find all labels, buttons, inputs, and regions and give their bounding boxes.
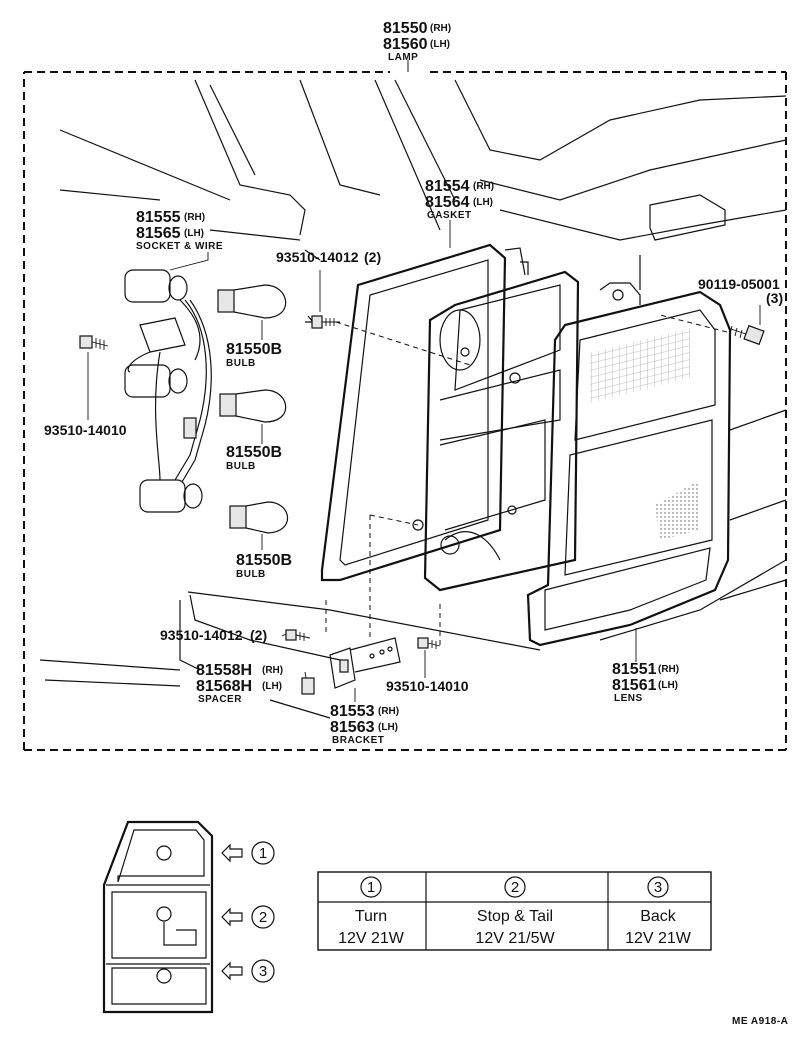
- table-function-3: Back: [640, 908, 677, 925]
- figure-code: ME A918-A: [732, 1016, 788, 1027]
- screw-bracket-pn: 93510-14010: [386, 678, 469, 694]
- bulb-1-pn: 81550B: [226, 341, 282, 358]
- screw-left-pn: 93510-14010: [44, 422, 127, 438]
- spacer-name: SPACER: [198, 694, 242, 705]
- screw-bottom-icon: [285, 629, 311, 641]
- screw-top-qty: (2): [364, 249, 381, 265]
- screw-bottom-pn: 93510-14012: [160, 627, 243, 643]
- label-lens: 81551 (RH) 81561 (LH) LENS: [612, 661, 679, 704]
- label-lamp: 81550 (RH) 81560 (LH) LAMP: [383, 20, 451, 63]
- table-rating-2: 12V 21/5W: [475, 930, 555, 947]
- lens: [526, 282, 732, 647]
- lamp-suffix-rh: (RH): [430, 23, 451, 34]
- lamp-pn-lh: 81560: [383, 36, 428, 53]
- screw-top-icon: [305, 315, 340, 329]
- bulb-3-icon: [229, 501, 289, 534]
- gasket-suffix-rh: (RH): [473, 181, 494, 192]
- label-gasket: 81554 (RH) 81564 (LH) GASKET: [425, 178, 494, 221]
- label-screw-right: 90119-05001 (3): [698, 276, 783, 306]
- arrow-left-icon: [221, 843, 243, 863]
- label-bulb-3: 81550B BULB: [236, 552, 292, 580]
- lens-name: LENS: [614, 693, 643, 704]
- gasket-pn-rh: 81554: [425, 178, 470, 195]
- spacer: [301, 677, 315, 695]
- table-function-2: Stop & Tail: [477, 908, 553, 925]
- bulb-3-pn: 81550B: [236, 552, 292, 569]
- screw-right-qty: (3): [766, 290, 783, 306]
- screw-top-pn: 93510-14012: [276, 249, 359, 265]
- legend-lamp-diagram: [102, 820, 214, 1014]
- label-bracket: 81553 (RH) 81563 (LH) BRACKET: [330, 703, 399, 746]
- assembly-frame: [23, 60, 787, 751]
- lamp-pn-rh: 81550: [383, 20, 428, 37]
- socket-pn-lh: 81565: [136, 225, 181, 242]
- label-spacer: 81558H (RH) 81568H (LH) SPACER: [196, 662, 283, 705]
- socket-name: SOCKET & WIRE: [136, 241, 223, 252]
- table-function-1: Turn: [355, 908, 387, 925]
- screw-right-pn: 90119-05001: [698, 276, 780, 292]
- label-socket: 81555 (RH) 81565 (LH) SOCKET & WIRE: [136, 209, 223, 252]
- bulb-2-name: BULB: [226, 461, 256, 472]
- table-header-1: 1: [367, 879, 375, 896]
- spacer-suffix-rh: (RH): [262, 665, 283, 676]
- marker-2-label: 2: [259, 909, 267, 926]
- table-rating-1: 12V 21W: [338, 930, 405, 947]
- marker-3-label: 3: [259, 963, 267, 980]
- bulb-1-icon: [217, 284, 287, 319]
- bulb-2-icon: [219, 389, 287, 423]
- arrow-left-icon: [221, 907, 243, 927]
- label-bulb-1: 81550B BULB: [226, 341, 282, 369]
- spacer-suffix-lh: (LH): [262, 681, 282, 692]
- bracket-suffix-lh: (LH): [378, 722, 398, 733]
- gasket-name: GASKET: [427, 210, 472, 221]
- lens-suffix-rh: (RH): [658, 664, 679, 675]
- socket-suffix-rh: (RH): [184, 212, 205, 223]
- bulb-1-name: BULB: [226, 358, 256, 369]
- bracket-pn-rh: 81553: [330, 703, 375, 720]
- screw-bracket-icon: [417, 637, 441, 649]
- socket-suffix-lh: (LH): [184, 228, 204, 239]
- bracket: [329, 637, 401, 689]
- lens-pn-lh: 81561: [612, 677, 657, 694]
- bracket-suffix-rh: (RH): [378, 706, 399, 717]
- bulb-table: 1 2 3 Turn Stop & Tail Back 12V 21W 12V …: [317, 871, 712, 951]
- bulb-3-name: BULB: [236, 569, 266, 580]
- marker-1-label: 1: [259, 845, 267, 862]
- table-header-2: 2: [511, 879, 519, 896]
- leader-lines: [87, 62, 761, 702]
- vehicle-body-outline: [39, 79, 787, 719]
- spacer-pn-lh: 81568H: [196, 678, 252, 695]
- bracket-pn-lh: 81563: [330, 719, 375, 736]
- legend-marker-1: 1: [221, 841, 275, 865]
- spacer-pn-rh: 81558H: [196, 662, 252, 679]
- arrow-left-icon: [221, 961, 243, 981]
- lamp-housing: [412, 247, 580, 592]
- lens-suffix-lh: (LH): [658, 680, 678, 691]
- screw-left-icon: [79, 335, 109, 350]
- legend-marker-2: 2: [221, 905, 275, 929]
- table-rating-3: 12V 21W: [625, 930, 692, 947]
- label-bulb-2: 81550B BULB: [226, 444, 282, 472]
- screw-right-icon: [727, 324, 765, 346]
- label-screw-bracket: 93510-14010: [386, 678, 469, 694]
- label-screw-bottom: 93510-14012 (2): [160, 627, 267, 643]
- legend-marker-3: 3: [221, 959, 275, 983]
- screw-bottom-qty: (2): [250, 627, 267, 643]
- lens-pn-rh: 81551: [612, 661, 657, 678]
- gasket: [320, 243, 507, 582]
- label-screw-left: 93510-14010: [44, 422, 127, 438]
- label-screw-top: 93510-14012 (2): [276, 249, 381, 265]
- socket-pn-rh: 81555: [136, 209, 181, 226]
- gasket-suffix-lh: (LH): [473, 197, 493, 208]
- gasket-pn-lh: 81564: [425, 194, 470, 211]
- bracket-name: BRACKET: [332, 735, 384, 746]
- lamp-name: LAMP: [388, 52, 418, 63]
- table-header-3: 3: [654, 879, 662, 896]
- socket-wire: [124, 269, 212, 513]
- bulb-2-pn: 81550B: [226, 444, 282, 461]
- lamp-suffix-lh: (LH): [430, 39, 450, 50]
